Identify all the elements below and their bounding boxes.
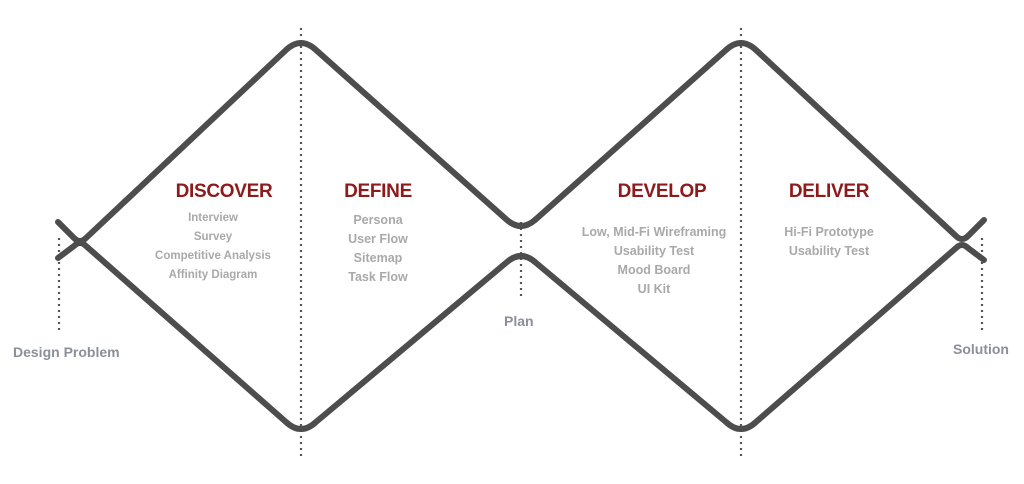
design-problem-label: Design Problem	[13, 344, 120, 360]
define-title: DEFINE	[344, 181, 412, 202]
first-diamond-outline	[55, 40, 538, 244]
develop-item: Low, Mid-Fi Wireframing	[581, 225, 727, 239]
develop-item: Mood Board	[617, 263, 691, 277]
discover-item: Competitive Analysis	[155, 250, 271, 262]
develop-item: Usability Test	[613, 244, 695, 258]
first-diamond-outline-lower	[55, 240, 538, 432]
discover-item: Interview	[188, 212, 238, 224]
discover-item: Survey	[193, 231, 233, 243]
discover-item: Affinity Diagram	[168, 269, 258, 281]
plan-label: Plan	[504, 313, 534, 329]
deliver-item: Hi-Fi Prototype	[784, 225, 874, 239]
discover-methods: Interview Survey Competitive Analysis Af…	[155, 209, 271, 285]
second-diamond-outline	[532, 40, 987, 242]
solution-label: Solution	[953, 341, 1009, 357]
define-methods: Persona User Flow Sitemap Task Flow	[348, 211, 408, 287]
develop-title: DEVELOP	[617, 181, 707, 202]
deliver-methods: Hi-Fi Prototype Usability Test	[784, 223, 874, 261]
deliver-item: Usability Test	[788, 244, 870, 258]
define-item: User Flow	[348, 232, 408, 246]
define-item: Sitemap	[353, 251, 403, 265]
develop-item: UI Kit	[637, 282, 671, 296]
discover-title: DISCOVER	[175, 181, 273, 202]
define-item: Persona	[353, 213, 403, 227]
develop-methods: Low, Mid-Fi Wireframing Usability Test M…	[582, 223, 727, 299]
deliver-title: DELIVER	[788, 181, 870, 202]
define-item: Task Flow	[348, 270, 408, 284]
second-diamond-outline-lower	[532, 242, 987, 432]
